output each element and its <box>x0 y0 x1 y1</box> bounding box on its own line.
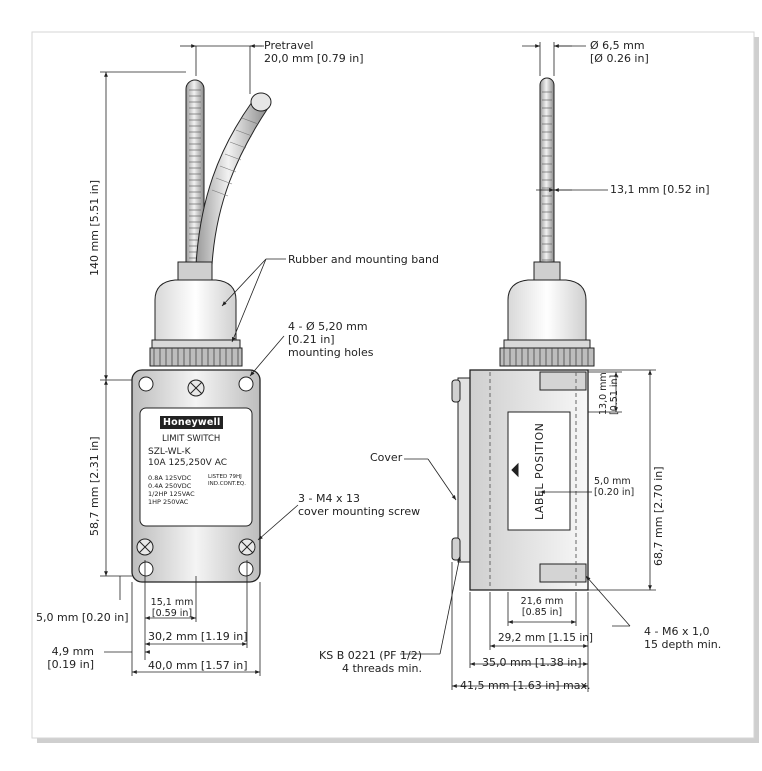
plate-rating-2: 0.4A 250VDC <box>148 482 192 490</box>
dim-40-0-label: 40,0 mm [1.57 in] <box>148 659 248 672</box>
plate-cert-1: LISTED 79HJ <box>208 474 242 480</box>
mounting-holes-label: 4 - Ø 5,20 mm [0.21 in] mounting holes <box>288 320 373 359</box>
side-cover-screw-top <box>451 379 461 403</box>
label-arrow-icon <box>511 462 519 478</box>
dim-15-1-mm: 15,1 mm <box>150 597 194 608</box>
front-dimensions <box>100 44 299 676</box>
mounting-hole-tl <box>138 376 154 392</box>
plate-brand-logo: Honeywell <box>160 416 224 429</box>
cover-screw-label: 3 - M4 x 13 cover mounting screw <box>298 492 420 518</box>
dim-13-0-mm: 13,0 mm <box>598 372 609 415</box>
cover-screw-text: cover mounting screw <box>298 505 421 518</box>
dim-13-1-label: 13,1 mm [0.52 in] <box>610 183 710 196</box>
dim-4-9-label: 4,9 mm [0.19 in] <box>34 645 94 671</box>
plate-rating-4: 1HP 250VAC <box>148 498 189 506</box>
plate-rating-1: 0.8A 125VDC <box>148 474 192 482</box>
mounting-holes-inch: [0.21 in] <box>288 333 335 346</box>
m6-depth: 15 depth min. <box>644 638 722 651</box>
plate-ratings-list: 0.8A 125VDC 0.4A 250VDC 1/2HP 125VAC 1HP… <box>148 474 195 506</box>
dim-4-9-in: [0.19 in] <box>47 658 94 671</box>
dim-13-0-label: 13,0 mm [0.51 in] <box>598 372 620 415</box>
dim-15-1-label: 15,1 mm [0.59 in] <box>146 597 198 619</box>
m6-spec: 4 - M6 x 1,0 <box>644 625 710 638</box>
mounting-hole-br <box>238 561 254 577</box>
ks-label: KS B 0221 (PF 1/2) 4 threads min. <box>300 649 422 675</box>
cover-label: Cover <box>370 451 403 464</box>
rod-tip-deflected <box>250 92 272 112</box>
label-plate <box>139 407 253 527</box>
side-cover-screw-bottom <box>451 537 461 561</box>
side-rod-collar <box>533 261 561 283</box>
front-head-cap <box>154 279 237 341</box>
side-dimensions <box>400 42 656 692</box>
mounting-hole-tr <box>238 376 254 392</box>
rubber-band-label: Rubber and mounting band <box>288 253 439 266</box>
plate-title: LIMIT SWITCH <box>162 434 221 444</box>
cover-screw-bl <box>136 538 154 556</box>
dim-21-6-mm: 21,6 mm <box>520 596 564 607</box>
dim-13-0-in: [0.51 in] <box>609 374 620 415</box>
pretravel-value: 20,0 mm [0.79 in] <box>264 52 364 65</box>
m6-label: 4 - M6 x 1,0 15 depth min. <box>644 625 721 651</box>
ks-threads: 4 threads min. <box>341 662 422 675</box>
mounting-holes-text: mounting holes <box>288 346 374 359</box>
side-boss-top <box>539 371 587 391</box>
dim-29-2-label: 29,2 mm [1.15 in] <box>498 632 593 644</box>
side-boss-bottom <box>539 563 587 583</box>
dim-5-0-side-mm: 5,0 mm <box>594 476 631 487</box>
mounting-holes-spec: 4 - Ø 5,20 mm <box>288 320 368 333</box>
dim-5-0-side-label: 5,0 mm [0.20 in] <box>594 476 634 498</box>
cover-screw-spec: 3 - M4 x 13 <box>298 492 360 505</box>
ks-spec: KS B 0221 (PF 1/2) <box>319 649 422 662</box>
height-68-7-label: 68,7 mm [2.70 in] <box>652 466 665 566</box>
dim-30-2-label: 30,2 mm [1.19 in] <box>148 630 248 643</box>
dim-35-0-label: 35,0 mm [1.38 in] <box>482 656 582 669</box>
dim-5-0-side-in: [0.20 in] <box>594 487 635 498</box>
plate-cert: LISTED 79HJ IND.CONT.EQ. <box>208 474 246 488</box>
dim-21-6-in: [0.85 in] <box>521 607 563 618</box>
dim-21-6-label: 21,6 mm [0.85 in] <box>514 596 570 618</box>
side-head-knurl <box>499 347 595 367</box>
side-head-cap <box>507 279 587 341</box>
dim-4-9-mm: 4,9 mm <box>51 645 94 658</box>
cover-screw-br <box>238 538 256 556</box>
plate-cert-2: IND.CONT.EQ. <box>208 481 247 487</box>
height-58-7-label: 58,7 mm [2.31 in] <box>88 436 101 536</box>
plate-rating: 10A 125,250V AC <box>148 458 227 468</box>
pretravel-label: Pretravel 20,0 mm [0.79 in] <box>264 39 364 65</box>
dia-6-5-in: [Ø 0.26 in] <box>590 52 649 65</box>
label-position-text: LABEL POSITION <box>533 422 546 520</box>
front-head-band <box>151 339 241 349</box>
dim-15-1-in: [0.59 in] <box>151 608 193 619</box>
pretravel-title: Pretravel <box>264 39 314 52</box>
dia-6-5-label: Ø 6,5 mm [Ø 0.26 in] <box>590 39 649 65</box>
side-head-band <box>503 339 591 349</box>
rod-collar <box>177 261 213 283</box>
dim-41-5-label: 41,5 mm [1.63 in] max. <box>460 679 591 692</box>
side-cover <box>457 377 471 563</box>
dim-5-0-label: 5,0 mm [0.20 in] <box>36 611 129 624</box>
side-view <box>451 77 595 591</box>
mounting-hole-bl <box>138 561 154 577</box>
plate-rating-3: 1/2HP 125VAC <box>148 490 195 498</box>
front-view <box>131 79 272 583</box>
height-140-label: 140 mm [5.51 in] <box>88 179 101 276</box>
cover-screw-top <box>187 379 205 397</box>
dia-6-5-mm: Ø 6,5 mm <box>590 39 645 52</box>
plate-model: SZL-WL-K <box>148 447 191 457</box>
